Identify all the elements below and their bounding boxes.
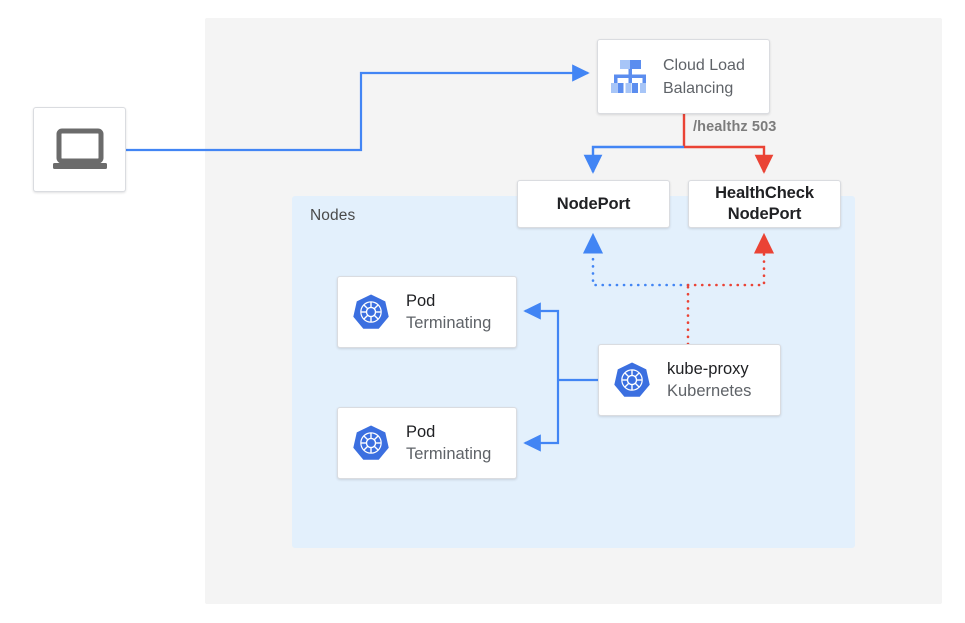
cloud-load-balancing-icon	[607, 54, 653, 100]
healthz-status-label: /healthz 503	[693, 119, 777, 135]
kube-proxy-subtitle: Kubernetes	[667, 381, 752, 400]
kubernetes-icon	[350, 291, 392, 333]
pod-title: Pod	[406, 422, 436, 441]
laptop-icon	[51, 128, 109, 172]
kube-proxy-title: kube-proxy	[667, 359, 749, 378]
pod-text-block: Pod Terminating	[406, 422, 491, 465]
pod-node-b[interactable]: Pod Terminating	[337, 407, 517, 479]
pod-node-a[interactable]: Pod Terminating	[337, 276, 517, 348]
nodeport-label: NodePort	[556, 194, 631, 213]
nodeport-node[interactable]: NodePort	[517, 180, 670, 228]
cloud-load-balancing-label: Cloud Load Balancing	[663, 56, 745, 97]
pod-status: Terminating	[406, 313, 492, 332]
kube-proxy-text-block: kube-proxy Kubernetes	[667, 359, 751, 402]
pod-text-block: Pod Terminating	[406, 291, 491, 334]
pod-status: Terminating	[406, 444, 492, 463]
kube-proxy-node[interactable]: kube-proxy Kubernetes	[598, 344, 781, 416]
kubernetes-icon	[350, 422, 392, 464]
client-node[interactable]	[33, 107, 126, 192]
nodes-region-label: Nodes	[310, 207, 356, 224]
healthcheck-nodeport-node[interactable]: HealthCheck NodePort	[688, 180, 841, 228]
kubernetes-icon	[611, 359, 653, 401]
healthcheck-nodeport-label: HealthCheck NodePort	[715, 184, 814, 223]
cloud-load-balancing-node[interactable]: Cloud Load Balancing	[597, 39, 770, 114]
pod-title: Pod	[406, 291, 436, 310]
